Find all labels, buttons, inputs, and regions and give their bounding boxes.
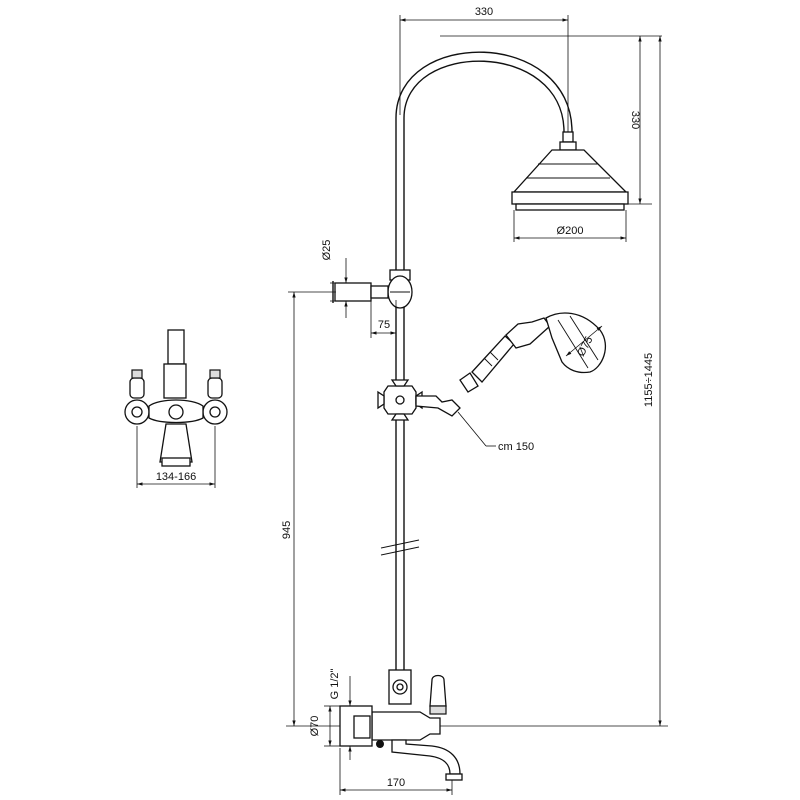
spout-length-label: 170 <box>387 777 405 789</box>
slide-holder <box>377 379 461 421</box>
bracket-diameter-label: Ø25 <box>321 240 333 261</box>
bracket-offset-label: 75 <box>378 319 390 331</box>
thread-label: G 1/2" <box>329 669 341 700</box>
total-height-label: 1155÷1445 <box>643 353 655 407</box>
arm-height-label: 330 <box>629 111 641 129</box>
bath-mixer <box>339 669 463 781</box>
flange-diameter-label: Ø70 <box>309 716 321 737</box>
center-distance-label: 134-166 <box>156 471 196 483</box>
mixer-side-view <box>124 329 228 488</box>
arm-reach-label: 330 <box>475 6 493 18</box>
hose-length-label: cm 150 <box>498 441 534 453</box>
mixer-height-label: 945 <box>281 521 293 539</box>
dimension-lines <box>286 15 668 795</box>
wall-bracket <box>332 281 389 303</box>
upper-coupling <box>387 269 413 309</box>
dimension-labels: 330 330 Ø200 Ø25 75 Ø75 cm 150 1155÷1445… <box>156 6 655 789</box>
shower-head <box>511 131 629 211</box>
head-diameter-label: Ø200 <box>557 225 584 237</box>
